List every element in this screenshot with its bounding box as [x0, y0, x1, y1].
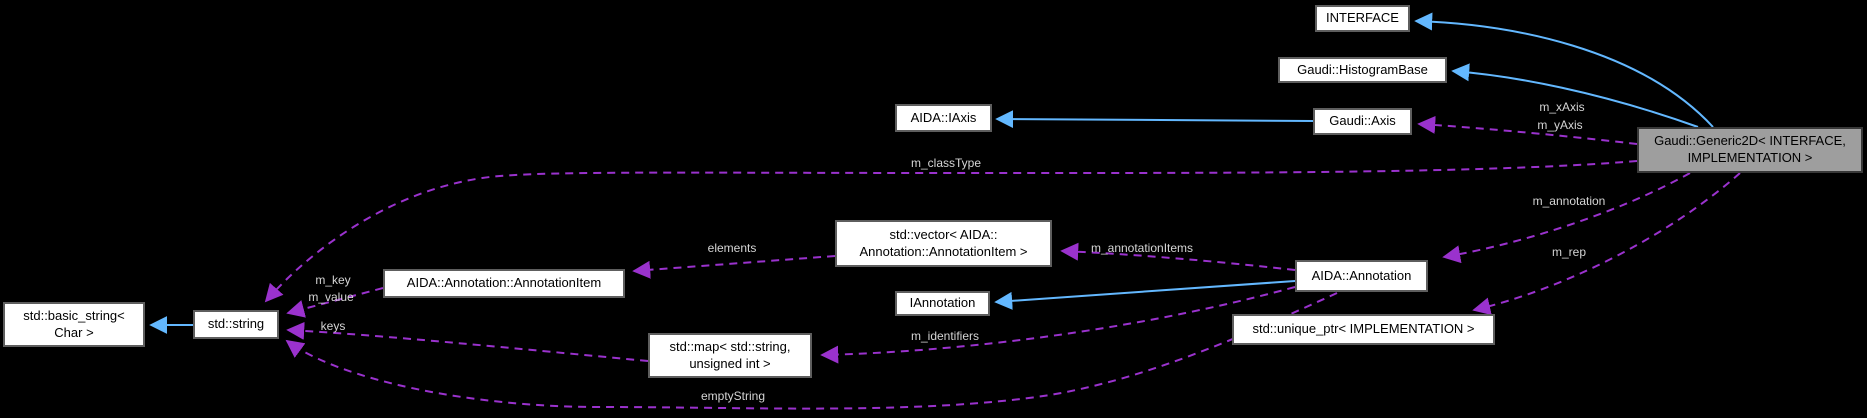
class-name-gaudi-histogrambase: Gaudi::HistogramBase [1297, 61, 1428, 77]
class-name-aida-annotation-annotationitem: AIDA::Annotation::AnnotationItem [406, 275, 602, 291]
class-name-std-unique-ptr: std::unique_ptr< IMPLEMENTATION > [1252, 321, 1475, 337]
class-name-gaudi-axis: Gaudi::Axis [1329, 113, 1396, 129]
class-node-std-vector-annotationitem[interactable]: std::vector< AIDA:: Annotation::Annotati… [835, 220, 1052, 267]
class-name-std-string: std::string [207, 316, 265, 332]
class-name-std-basic-string: std::basic_string< Char > [23, 307, 125, 340]
class-node-aida-iaxis[interactable]: AIDA::IAxis [895, 104, 992, 132]
edge-usage-vector-annotationitem [632, 255, 836, 279]
class-node-std-basic-string[interactable]: std::basic_string< Char > [3, 302, 145, 347]
edge-label-emptystring: emptyString [700, 389, 766, 403]
edge-label-m-yaxis: m_yAxis [1537, 118, 1583, 132]
edge-usage-annotation-string-emptystring [285, 292, 1338, 410]
edge-label-m-key: m_key [315, 273, 351, 287]
class-node-gaudi-axis[interactable]: Gaudi::Axis [1313, 108, 1412, 135]
class-node-gaudi-histogrambase[interactable]: Gaudi::HistogramBase [1278, 57, 1447, 83]
edge-label-m-identifiers: m_identifiers [910, 329, 980, 343]
class-name-aida-annotation: AIDA::Annotation [1311, 267, 1412, 283]
class-node-aida-annotation-annotationitem[interactable]: AIDA::Annotation::AnnotationItem [383, 269, 625, 298]
class-node-iannotation[interactable]: IAnnotation [895, 291, 990, 316]
edge-label-m-annotationitems: m_annotationItems [1090, 241, 1194, 255]
class-name-aida-iaxis: AIDA::IAxis [910, 109, 977, 125]
edge-label-m-value: m_value [308, 290, 354, 304]
edge-label-m-annotation: m_annotation [1532, 194, 1606, 208]
edge-label-keys: keys [320, 319, 346, 333]
edge-label-m-rep: m_rep [1551, 245, 1587, 259]
class-node-interface[interactable]: INTERFACE [1315, 5, 1410, 32]
edge-usage-annotationitem-string [286, 287, 384, 318]
edge-inheritance-generic2d-histogrambase [1451, 63, 1699, 128]
edge-usage-generic2d-gaudiaxis [1417, 115, 1638, 145]
edge-usage-annotation-vector [1060, 242, 1296, 271]
edge-usage-generic2d-string-classtype [264, 160, 1638, 303]
edge-inheritance-generic2d-interface [1414, 12, 1714, 128]
edge-inheritance-gaudiaxis-iaxis [995, 110, 1314, 129]
class-name-interface: INTERFACE [1326, 10, 1399, 26]
class-node-std-string[interactable]: std::string [193, 310, 279, 339]
class-name-std-map: std::map< std::string, unsigned int > [669, 338, 791, 371]
class-name-std-vector-annotationitem: std::vector< AIDA:: Annotation::Annotati… [859, 226, 1028, 259]
edge-usage-annotation-map-identifiers [820, 286, 1296, 364]
class-node-aida-annotation[interactable]: AIDA::Annotation [1295, 260, 1428, 292]
class-name-iannotation: IAnnotation [909, 295, 976, 311]
edge-label-m-classtype: m_classType [910, 156, 982, 170]
edge-usage-map-string-keys [286, 321, 649, 362]
class-node-std-map[interactable]: std::map< std::string, unsigned int > [648, 333, 812, 378]
edge-usage-generic2d-annotation [1442, 172, 1691, 264]
edge-label-m-xaxis: m_xAxis [1539, 100, 1585, 114]
edge-inheritance-annotation-iannotation [994, 280, 1296, 310]
edge-label-elements: elements [707, 241, 757, 255]
class-node-std-unique-ptr[interactable]: std::unique_ptr< IMPLEMENTATION > [1232, 314, 1495, 345]
class-node-gaudi-generic2d: Gaudi::Generic2D< INTERFACE, IMPLEMENTAT… [1637, 127, 1863, 173]
class-name-gaudi-generic2d: Gaudi::Generic2D< INTERFACE, IMPLEMENTAT… [1654, 133, 1846, 165]
